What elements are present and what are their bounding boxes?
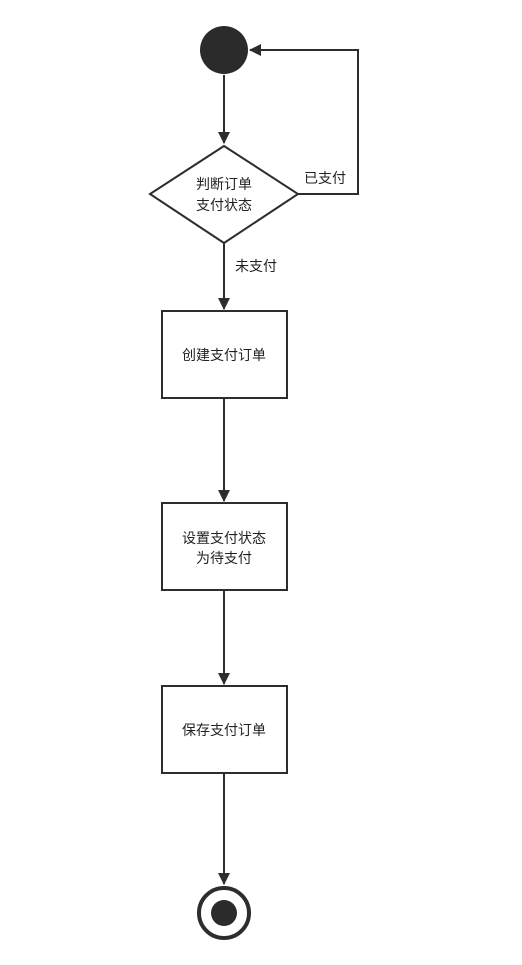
edge-unpaid-label: 未支付 bbox=[235, 259, 277, 275]
create-order-node bbox=[161, 310, 288, 399]
decision-label-line2: 支付状态 bbox=[196, 198, 252, 214]
set-status-label-line2: 为待支付 bbox=[196, 551, 252, 567]
decision-node bbox=[148, 144, 300, 245]
start-node bbox=[200, 26, 248, 74]
decision-label-line1: 判断订单 bbox=[196, 177, 252, 193]
create-order-label: 创建支付订单 bbox=[182, 348, 266, 364]
save-order-node bbox=[161, 685, 288, 774]
save-order-label: 保存支付订单 bbox=[182, 723, 266, 739]
edge-paid-loop bbox=[249, 44, 359, 195]
end-node-inner-dot bbox=[211, 900, 237, 926]
set-status-label-line1: 设置支付状态 bbox=[182, 531, 266, 547]
edge-paid-label: 已支付 bbox=[304, 171, 346, 187]
